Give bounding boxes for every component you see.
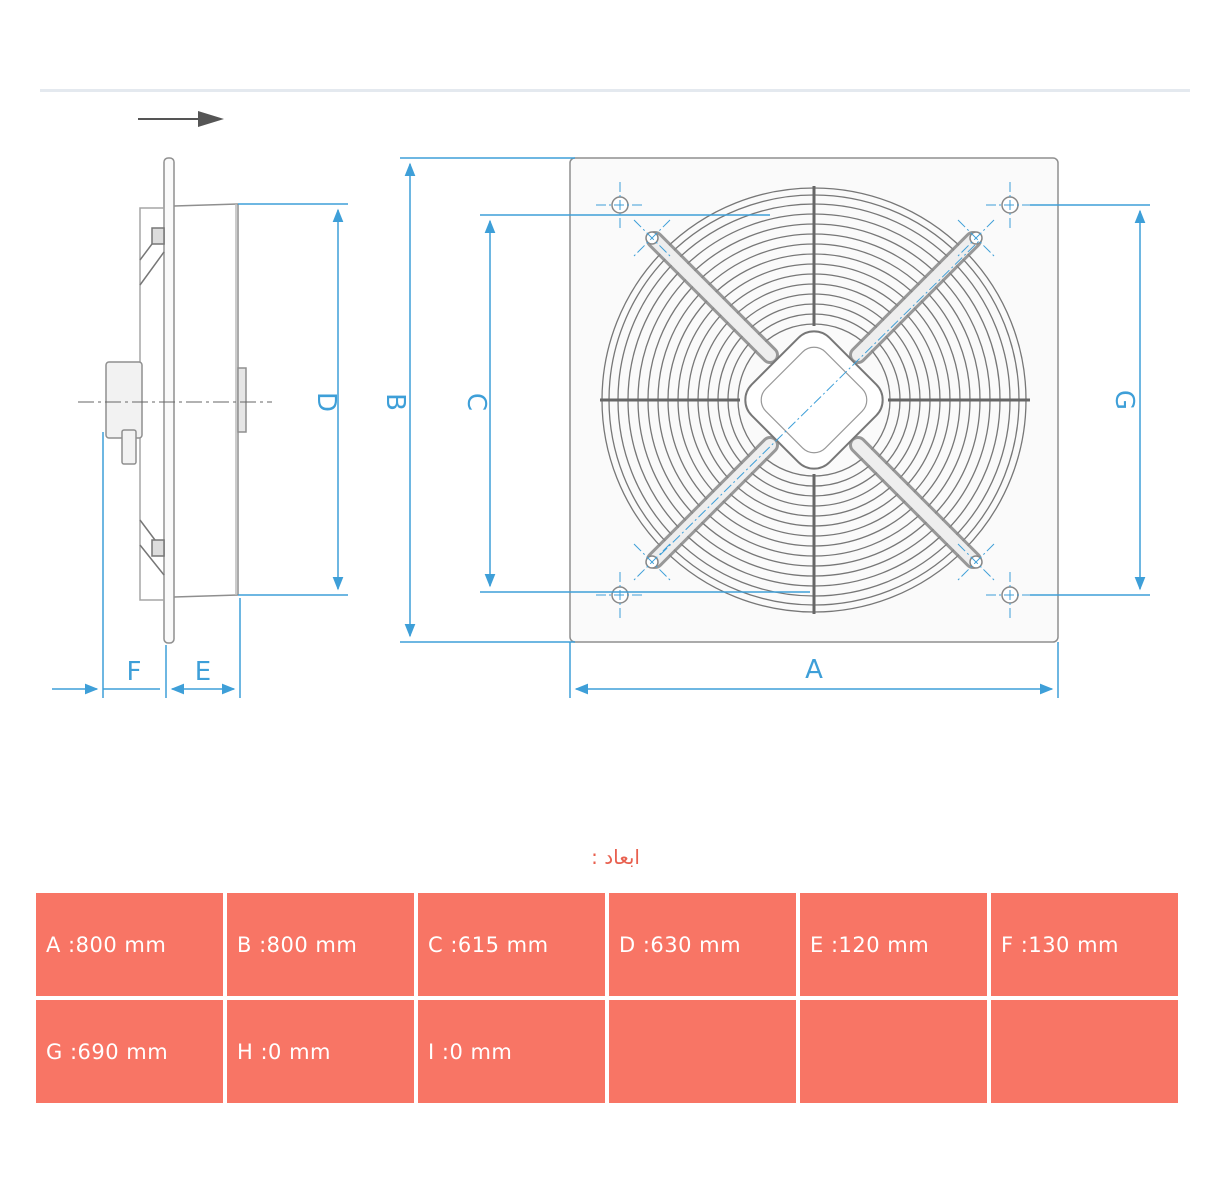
top-divider [40,89,1190,92]
dimension-cell: E :120 mm [800,893,987,996]
dimensions-table: A :800 mm B :800 mm C :615 mm D :630 mm … [36,893,1178,1103]
label-g: G [1109,390,1139,410]
fan-dimension-drawing: D B C G A F E [52,111,1150,698]
airflow-arrow [138,111,224,127]
dimension-cell-empty [800,1000,987,1103]
label-c: C [461,393,491,411]
dimensions-caption: ابعاد : [591,845,640,869]
front-view [569,157,1059,643]
dimension-cell: I :0 mm [418,1000,605,1103]
label-a: A [805,655,823,685]
dimension-cell: D :630 mm [609,893,796,996]
dimension-cell-empty [609,1000,796,1103]
dimension-cell: C :615 mm [418,893,605,996]
dimension-cell-empty [991,1000,1178,1103]
dimension-cell: H :0 mm [227,1000,414,1103]
dimension-cell: G :690 mm [36,1000,223,1103]
dimension-lines [52,157,1150,698]
side-view [78,157,272,644]
label-d: D [311,392,341,412]
label-b: B [380,393,410,411]
label-f: F [127,657,142,687]
dimension-cell: F :130 mm [991,893,1178,996]
label-e: E [195,657,211,687]
dimension-cell: A :800 mm [36,893,223,996]
dimension-cell: B :800 mm [227,893,414,996]
